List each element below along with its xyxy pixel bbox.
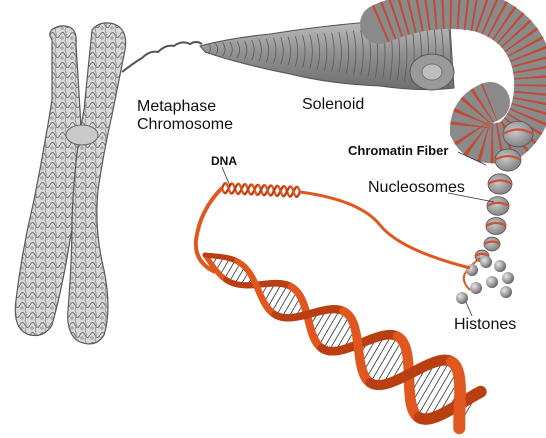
histone-ball — [494, 260, 506, 272]
metaphase-chromosome-label: Metaphase Chromosome — [137, 98, 233, 135]
metaphase-label-line1: Metaphase — [137, 98, 217, 115]
nucleosome-bead — [483, 236, 501, 252]
nucleosome-bead — [487, 173, 513, 195]
chromatin-strand — [121, 41, 203, 73]
leader-lines — [221, 151, 495, 317]
chromatid-left — [14, 25, 82, 337]
chromatid-right — [67, 22, 127, 345]
chromatin-coil-loop — [360, 0, 546, 164]
histone-ball — [456, 292, 468, 304]
histone-ball — [480, 256, 492, 268]
histone-ball — [470, 282, 482, 294]
metaphase-label-line2: Chromosome — [137, 116, 234, 134]
chromatin-fiber-label: Chromatin Fiber — [348, 143, 449, 158]
histone-ball — [486, 276, 498, 288]
histone-ball — [502, 272, 514, 284]
dna-double-helix — [193, 182, 487, 435]
nucleosomes-label: Nucleosomes — [368, 179, 465, 196]
histones-label: Histones — [454, 316, 517, 333]
centromere — [65, 124, 99, 146]
histone-ball — [466, 264, 478, 276]
nucleosome-bead — [502, 120, 534, 148]
nucleosome-bead — [494, 148, 522, 172]
solenoid-label: Solenoid — [302, 96, 365, 113]
nucleosome-bead — [485, 217, 507, 235]
nucleosome-bead — [486, 196, 510, 216]
dna-label: DNA — [211, 154, 237, 168]
histone-ball — [500, 286, 512, 298]
metaphase-chromosome — [14, 22, 127, 345]
histones-cluster — [456, 256, 514, 304]
